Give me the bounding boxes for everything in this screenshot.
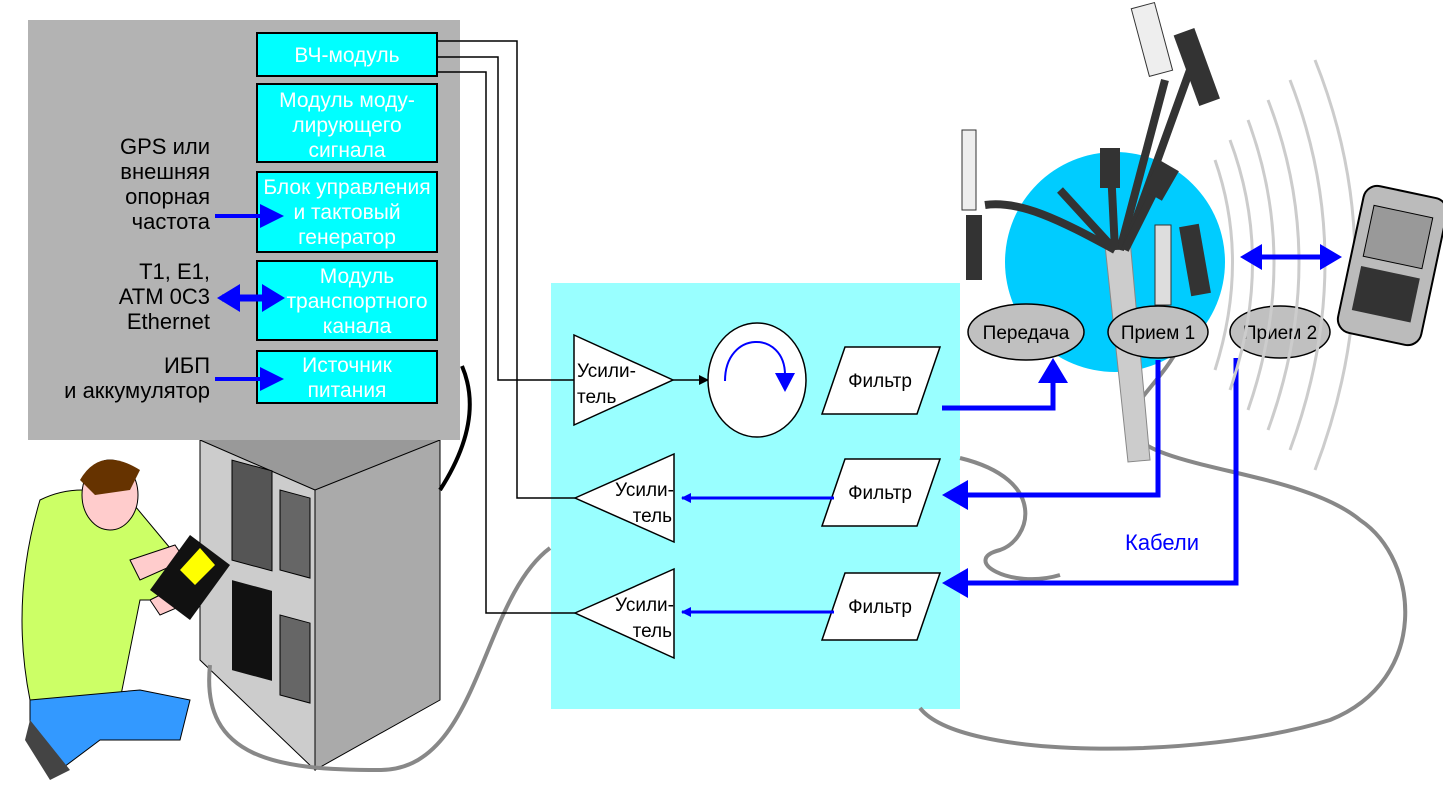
- svg-text:генератор: генератор: [298, 226, 396, 249]
- amplifier-rx2: Усили- тель: [573, 567, 675, 660]
- power-cable: [438, 365, 472, 492]
- svg-text:внешняя: внешняя: [120, 159, 210, 184]
- bidirectional-link-icon: [1240, 244, 1342, 270]
- svg-text:сигнала: сигнала: [308, 139, 385, 162]
- filter-rx1: Фильтр: [820, 458, 942, 527]
- module-transport: Модуль транспортного канала: [256, 260, 438, 341]
- input-ups: ИБП и аккумулятор: [64, 353, 284, 403]
- svg-text:тель: тель: [633, 506, 673, 527]
- mobile-device-icon: [1336, 184, 1443, 347]
- svg-text:ATM 0C3: ATM 0C3: [119, 284, 210, 309]
- module-rf: ВЧ-модуль: [256, 32, 438, 77]
- svg-text:канала: канала: [323, 315, 392, 338]
- svg-text:Усили-: Усили-: [615, 480, 674, 501]
- svg-text:опорная: опорная: [125, 184, 210, 209]
- input-gps: GPS или внешняя опорная частота: [120, 134, 284, 234]
- svg-text:Усили-: Усили-: [615, 595, 674, 616]
- svg-text:Усили-: Усили-: [577, 361, 636, 382]
- antenna-rx1: Прием 1: [1107, 305, 1209, 359]
- module-control-clock: Блок управления и тактовый генератор: [256, 171, 438, 253]
- svg-text:транспортного: транспортного: [286, 290, 427, 313]
- svg-text:Прием 1: Прием 1: [1121, 323, 1195, 344]
- amplifier-rx1: Усили- тель: [573, 452, 675, 544]
- svg-text:Передача: Передача: [983, 323, 1070, 344]
- svg-text:Модуль моду-: Модуль моду-: [279, 89, 415, 112]
- svg-text:лирующего: лирующего: [292, 114, 401, 137]
- antenna-feed-lines: [942, 358, 1239, 586]
- svg-text:GPS или: GPS или: [120, 134, 210, 159]
- input-transport: T1, E1, ATM 0C3 Ethernet: [119, 259, 285, 334]
- rx-signal-arrows: [681, 493, 834, 617]
- filter-tx: Фильтр: [820, 346, 942, 415]
- svg-text:частота: частота: [132, 209, 211, 234]
- svg-text:и тактовый: и тактовый: [293, 201, 400, 224]
- feed-arrowheads: [942, 358, 1068, 598]
- rf-wires: [437, 40, 709, 614]
- svg-text:Фильтр: Фильтр: [848, 371, 912, 392]
- svg-text:Модуль: Модуль: [320, 265, 394, 288]
- svg-text:Фильтр: Фильтр: [848, 483, 912, 504]
- equipment-cabinet: [150, 439, 441, 772]
- module-power: Источник питания: [256, 350, 438, 404]
- module-label: ВЧ-модуль: [294, 44, 399, 67]
- svg-text:тель: тель: [577, 387, 617, 408]
- module-modulation: Модуль моду- лирующего сигнала: [256, 83, 438, 163]
- svg-text:ИБП: ИБП: [164, 353, 210, 378]
- svg-text:Фильтр: Фильтр: [848, 597, 912, 618]
- svg-text:T1, E1,: T1, E1,: [139, 259, 210, 284]
- svg-text:питания: питания: [308, 379, 387, 402]
- svg-text:Ethernet: Ethernet: [127, 309, 210, 334]
- antenna-rx2: Прием 2: [1229, 305, 1331, 359]
- filter-rx2: Фильтр: [820, 572, 942, 641]
- antenna-tx: Передача: [967, 303, 1085, 361]
- svg-text:и аккумулятор: и аккумулятор: [64, 378, 210, 403]
- circulator-icon: [707, 322, 807, 438]
- amplifier-tx: Усили- тель: [573, 333, 675, 427]
- svg-text:Блок управления: Блок управления: [263, 176, 430, 199]
- svg-text:Прием 2: Прием 2: [1243, 323, 1317, 344]
- svg-text:тель: тель: [633, 621, 673, 642]
- cables-label: Кабели: [1125, 530, 1199, 555]
- svg-text:Источник: Источник: [302, 354, 392, 377]
- technician-icon: [21, 459, 230, 780]
